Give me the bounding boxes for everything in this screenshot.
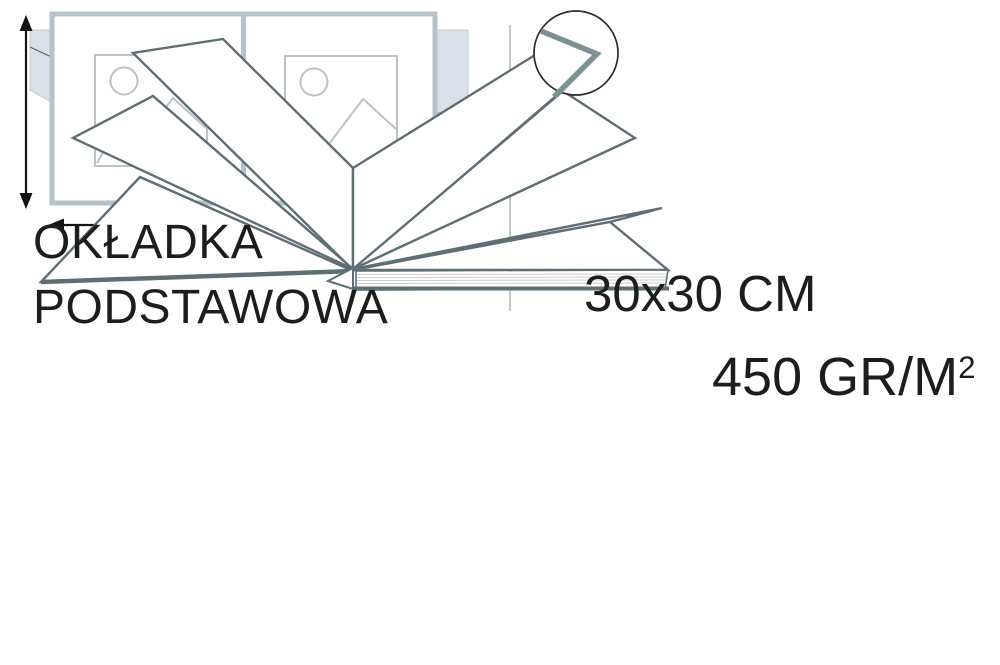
- fan-page: [352, 89, 638, 271]
- dimension-label: 30x30 CM: [584, 265, 817, 322]
- fan-cover-edge: [40, 268, 354, 285]
- fan-spine-tip: [325, 266, 354, 291]
- product-title: OKŁADKA PODSTAWOWA: [33, 210, 388, 340]
- product-title-line1: OKŁADKA: [33, 216, 264, 269]
- paper-weight-superscript: 2: [958, 349, 976, 385]
- vertical-dimension-arrow: [19, 15, 33, 209]
- open-album-fan-illustration: [38, 10, 672, 291]
- paper-weight-value: 450 GR/M: [712, 347, 959, 407]
- fan-base-page-lines: [356, 273, 667, 284]
- page-spread-diagram: [19, 11, 438, 232]
- paper-thickness-magnifier: [533, 10, 619, 96]
- product-title-line2: PODSTAWOWA: [33, 281, 389, 334]
- fan-page: [70, 94, 354, 271]
- paper-weight-label: 450 GR/M2: [712, 346, 976, 408]
- magnified-paper-edge: [539, 28, 602, 99]
